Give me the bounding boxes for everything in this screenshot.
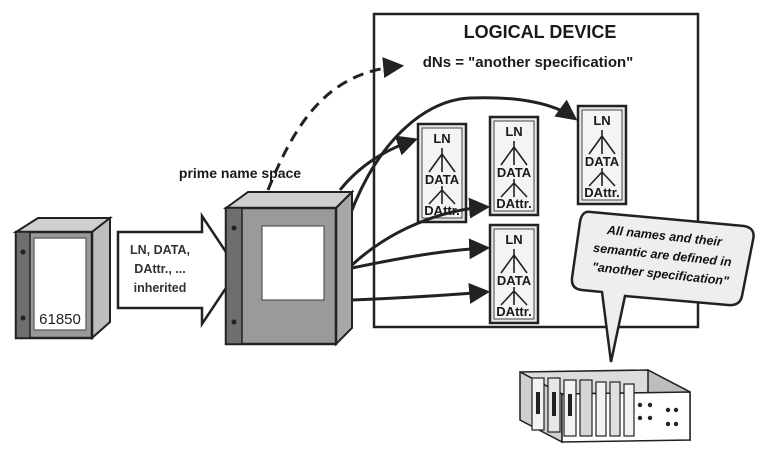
arrow-to-ln-1 <box>338 135 418 191</box>
inherit-line-2: DAttr., ... <box>134 262 185 276</box>
dattr-label: DAttr. <box>496 196 531 211</box>
data-label: DATA <box>425 172 460 187</box>
data-label: DATA <box>497 273 532 288</box>
ln-label: LN <box>433 131 450 146</box>
ln-label: LN <box>505 232 522 247</box>
data-label: DATA <box>497 165 532 180</box>
dattr-label: DAttr. <box>496 304 531 319</box>
inheritance-arrow: LN, DATA, DAttr., ... inherited <box>116 211 240 329</box>
arrow-to-ln-4-lower <box>351 282 491 304</box>
prime-name-space-binder <box>222 189 355 347</box>
standard-label: 61850 <box>39 311 81 328</box>
dattr-label: DAttr. <box>584 185 619 200</box>
callout-bubble: All names and their semantic are defined… <box>570 210 755 363</box>
dns-label: dNs = "another specification" <box>423 54 634 71</box>
prime-name-space-label: prime name space <box>179 165 301 181</box>
standard-binder-61850: 61850 <box>12 215 113 341</box>
ln-label: LN <box>505 124 522 139</box>
ln-tree-4: LN DATA DAttr. <box>488 223 540 325</box>
ln-label: LN <box>593 113 610 128</box>
arrow-to-ln-4-upper <box>351 238 491 270</box>
arrow-to-ln-3 <box>343 96 578 231</box>
arrow-to-ln-2 <box>350 197 491 267</box>
rack-connectors <box>536 392 679 427</box>
ln-tree-3: LN DATA DAttr. <box>576 104 628 206</box>
ln-tree-2: LN DATA DAttr. <box>488 115 540 217</box>
dns-dashed-arrow <box>266 57 405 191</box>
data-label: DATA <box>585 154 620 169</box>
logical-device-title: LOGICAL DEVICE <box>464 22 617 42</box>
dattr-label: DAttr. <box>424 203 459 218</box>
ln-tree-1: LN DATA DAttr. <box>416 122 468 224</box>
physical-device-rack <box>519 368 691 444</box>
inherit-line-3: inherited <box>134 281 187 295</box>
inherit-line-1: LN, DATA, <box>130 243 190 257</box>
